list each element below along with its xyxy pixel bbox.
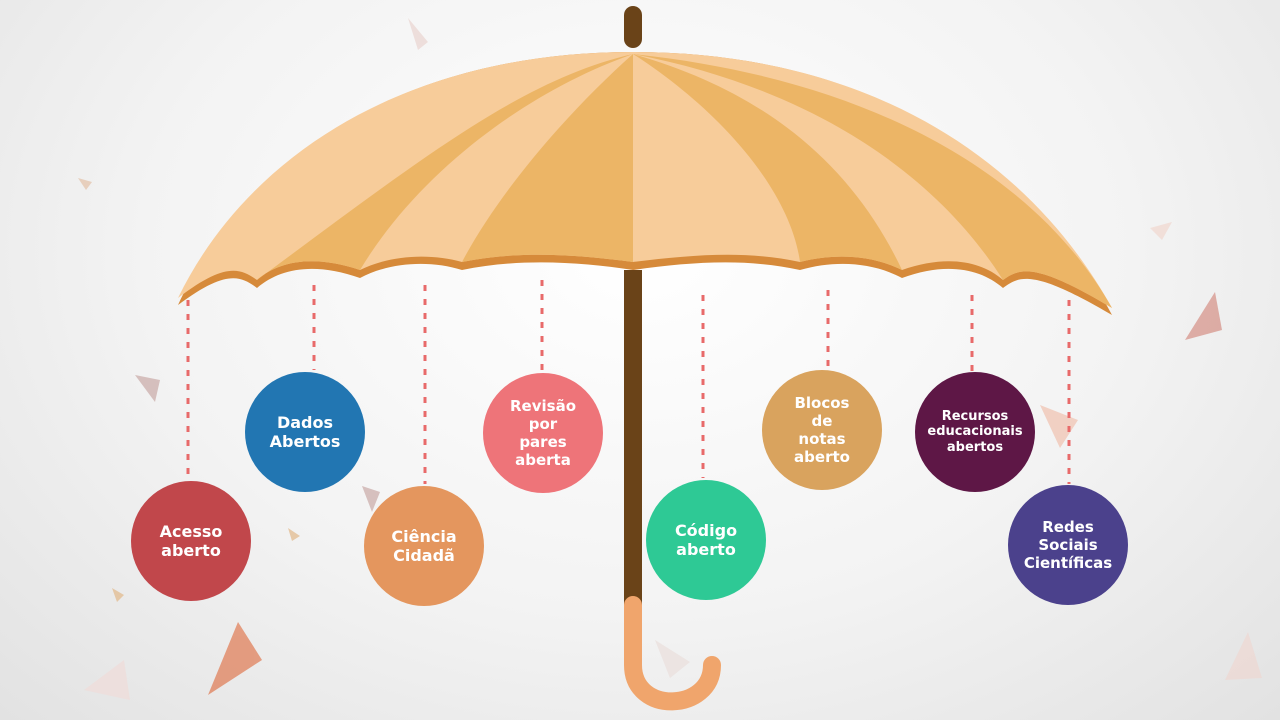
umbrella-shaft	[624, 270, 642, 608]
circle-ciencia-cidada: Ciência Cidadã	[364, 486, 484, 606]
circle-blocos-de-notas-aberto: Blocos de notas aberto	[762, 370, 882, 490]
circle-codigo-aberto: Código aberto	[646, 480, 766, 600]
label-recursos-educacionais-abertos: Recursos educacionais abertos	[927, 408, 1023, 455]
circle-recursos-educacionais-abertos: Recursos educacionais abertos	[915, 372, 1035, 492]
label-codigo-aberto: Código aberto	[674, 520, 738, 559]
circle-dados-abertos: Dados Abertos	[245, 372, 365, 492]
circle-revisao-por-pares-aberta: Revisão por pares aberta	[483, 373, 603, 493]
label-blocos-de-notas-aberto: Blocos de notas aberto	[794, 394, 850, 466]
umbrella-canopy	[178, 52, 1112, 315]
label-revisao-por-pares-aberta: Revisão por pares aberta	[510, 397, 576, 469]
confetti-decoration	[78, 18, 1262, 700]
label-redes-sociais-cientificas: Redes Sociais Científicas	[1023, 518, 1113, 572]
circle-redes-sociais-cientificas: Redes Sociais Científicas	[1008, 485, 1128, 605]
hanging-strings	[186, 280, 1071, 484]
label-ciencia-cidada: Ciência Cidadã	[391, 526, 457, 565]
label-dados-abertos: Dados Abertos	[269, 412, 341, 451]
circle-acesso-aberto: Acesso aberto	[131, 481, 251, 601]
label-acesso-aberto: Acesso aberto	[159, 521, 223, 560]
umbrella-handle	[624, 596, 721, 711]
umbrella-tip	[624, 6, 642, 48]
